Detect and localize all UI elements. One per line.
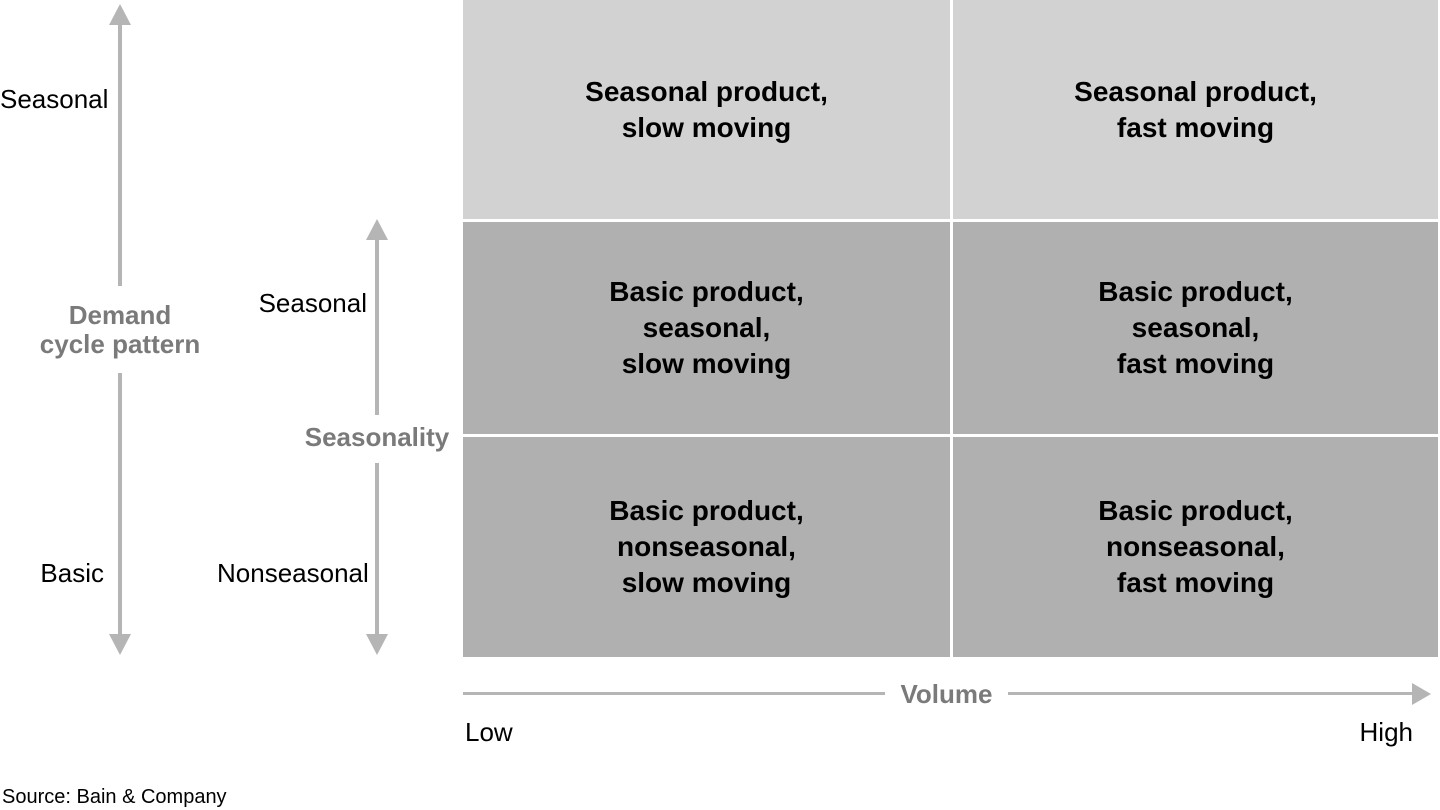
seasonality-axis-top-label: Seasonal: [258, 288, 367, 318]
volume-axis-line-left: [463, 692, 885, 695]
cell-label-line: fast moving: [1116, 567, 1275, 598]
demand-axis-title-line: Demand: [68, 300, 172, 330]
cell-basic-seasonal-fast-moving: Basic product, seasonal, fast moving: [953, 222, 1438, 434]
cell-label-line: Seasonal product,: [1074, 75, 1317, 107]
cell-label-line: Basic product,: [1098, 276, 1293, 307]
cell-label-line: slow moving: [621, 567, 792, 598]
demand-axis-arrowhead-down-icon: [109, 634, 131, 655]
cell-label: Seasonal product, fast moving: [1074, 74, 1317, 146]
seasonality-axis-title: Seasonality: [304, 422, 450, 452]
cell-seasonal-slow-moving: Seasonal product, slow moving: [463, 0, 950, 219]
cell-label: Basic product, nonseasonal, slow moving: [609, 493, 803, 601]
demand-axis-title-line: cycle pattern: [39, 329, 201, 359]
seasonality-axis-bottom-label: Nonseasonal: [217, 558, 369, 588]
cell-label-line: fast moving: [1116, 111, 1275, 143]
demand-axis-top-label: Seasonal: [0, 84, 109, 114]
cell-label-line: nonseasonal,: [1106, 531, 1285, 562]
volume-axis-line-right: [1008, 692, 1413, 695]
cell-label: Basic product, nonseasonal, fast moving: [1098, 493, 1292, 601]
seasonality-axis-arrowhead-up-icon: [366, 219, 388, 240]
volume-axis-low-label: Low: [465, 717, 513, 747]
cell-label-line: Basic product,: [609, 276, 804, 307]
volume-axis-high-label: High: [1359, 717, 1413, 747]
cell-label-line: Basic product,: [1098, 495, 1293, 526]
source-note: Source: Bain & Company: [2, 786, 227, 808]
demand-axis-bottom-label: Basic: [40, 558, 104, 588]
cell-label-line: seasonal,: [642, 312, 771, 343]
cell-label-line: fast moving: [1116, 348, 1275, 379]
cell-label-line: slow moving: [621, 111, 792, 143]
volume-axis-title: Volume: [900, 679, 993, 709]
cell-label: Basic product, seasonal, slow moving: [609, 274, 803, 382]
cell-label-line: nonseasonal,: [617, 531, 796, 562]
cell-label: Seasonal product, slow moving: [585, 74, 828, 146]
cell-basic-seasonal-slow-moving: Basic product, seasonal, slow moving: [463, 222, 950, 434]
demand-axis-title: Demand cycle pattern: [0, 301, 240, 359]
seasonality-axis-line-bottom: [375, 463, 379, 634]
cell-label-line: seasonal,: [1131, 312, 1260, 343]
cell-label-line: Seasonal product,: [585, 75, 828, 107]
seasonality-axis-arrowhead-down-icon: [366, 634, 388, 655]
cell-label-line: slow moving: [621, 348, 792, 379]
segmentation-matrix: Seasonal product, slow moving Seasonal p…: [463, 0, 1438, 657]
cell-seasonal-fast-moving: Seasonal product, fast moving: [953, 0, 1438, 219]
seasonality-axis-line-top: [375, 239, 379, 415]
cell-basic-nonseasonal-fast-moving: Basic product, nonseasonal, fast moving: [953, 437, 1438, 657]
cell-label: Basic product, seasonal, fast moving: [1098, 274, 1292, 382]
volume-axis-arrowhead-right-icon: [1412, 683, 1431, 705]
cell-basic-nonseasonal-slow-moving: Basic product, nonseasonal, slow moving: [463, 437, 950, 657]
demand-axis-line-bottom: [118, 373, 122, 634]
demand-axis-arrowhead-up-icon: [109, 4, 131, 25]
demand-axis-line-top: [118, 24, 122, 286]
cell-label-line: Basic product,: [609, 495, 804, 526]
